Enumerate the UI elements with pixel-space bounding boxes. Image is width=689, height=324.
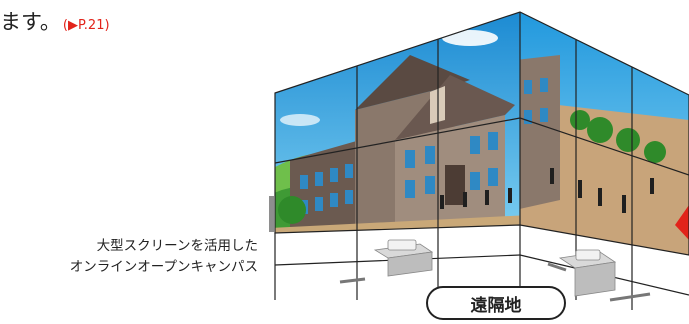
intro-text-fragment: ます。 bbox=[0, 10, 61, 34]
illustration-caption: 大型スクリーンを活用した オンラインオープンキャンパス bbox=[70, 236, 258, 278]
page-reference-link[interactable]: (▶P.21) bbox=[62, 18, 110, 33]
projector-left-icon bbox=[339, 239, 434, 284]
intro-text: ます。(▶P.21) bbox=[0, 6, 110, 36]
remote-location-label: 遠隔地 bbox=[426, 286, 566, 320]
projector-right-icon bbox=[547, 249, 651, 302]
caption-line-2: オンラインオープンキャンパス bbox=[69, 259, 258, 275]
caption-line-1: 大型スクリーンを活用した bbox=[96, 238, 258, 254]
side-panel bbox=[269, 196, 274, 232]
left-screen-image bbox=[275, 12, 520, 233]
right-screen-image bbox=[520, 12, 689, 255]
